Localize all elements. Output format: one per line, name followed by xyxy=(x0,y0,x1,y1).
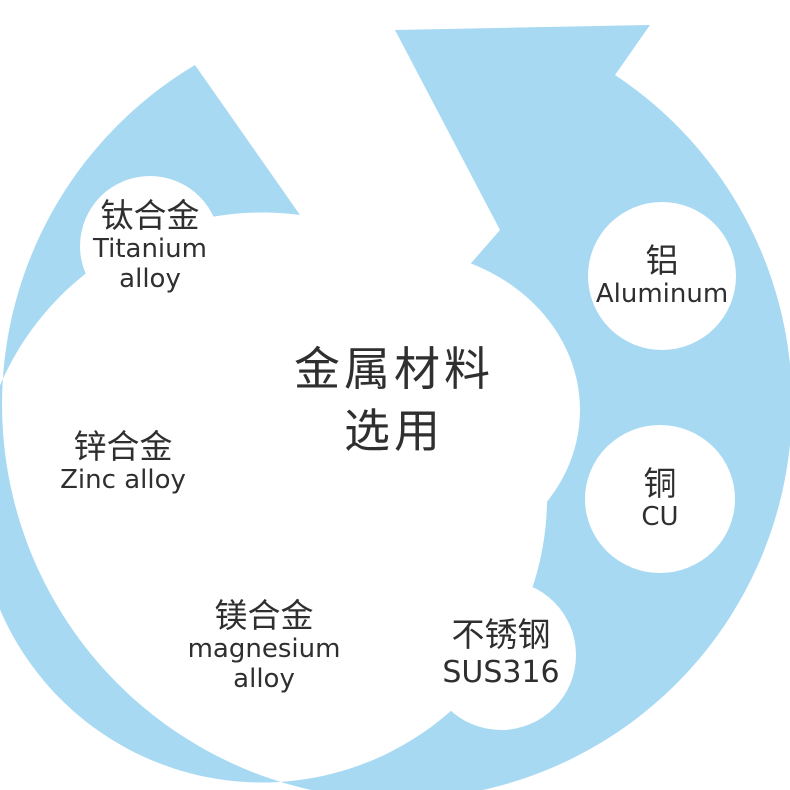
material-zh: 铝 xyxy=(645,241,679,280)
center-title-line1: 金属材料 xyxy=(294,342,494,396)
material-en-line1: Titanium xyxy=(93,234,207,264)
material-node-titanium: 钛合金 Titanium alloy xyxy=(80,176,220,316)
material-zh: 不锈钢 xyxy=(451,615,551,654)
center-title-line2: 选用 xyxy=(344,404,444,458)
material-en-line1: Aluminum xyxy=(595,279,729,309)
material-en-line2: alloy xyxy=(119,264,181,294)
center-disc xyxy=(215,250,580,570)
material-en-line2: alloy xyxy=(233,664,295,694)
material-zh: 锌合金 xyxy=(73,427,173,466)
material-zh: 铜 xyxy=(643,464,677,503)
material-en-line1: CU xyxy=(641,502,679,532)
material-en-line1: Zinc alloy xyxy=(60,465,186,495)
material-node-aluminum: 铝 Aluminum xyxy=(588,202,736,350)
material-node-magnesium: 镁合金 magnesium alloy xyxy=(187,572,341,720)
center-title: 金属材料 选用 xyxy=(244,338,544,462)
material-en-line1: SUS316 xyxy=(442,655,560,690)
material-zh: 镁合金 xyxy=(214,596,314,635)
material-node-zinc: 锌合金 Zinc alloy xyxy=(48,392,198,532)
material-node-stainless: 不锈钢 SUS316 xyxy=(426,580,576,730)
material-zh: 钛合金 xyxy=(100,196,200,235)
material-node-copper: 铜 CU xyxy=(585,425,735,573)
material-en-line1: magnesium xyxy=(187,634,341,664)
